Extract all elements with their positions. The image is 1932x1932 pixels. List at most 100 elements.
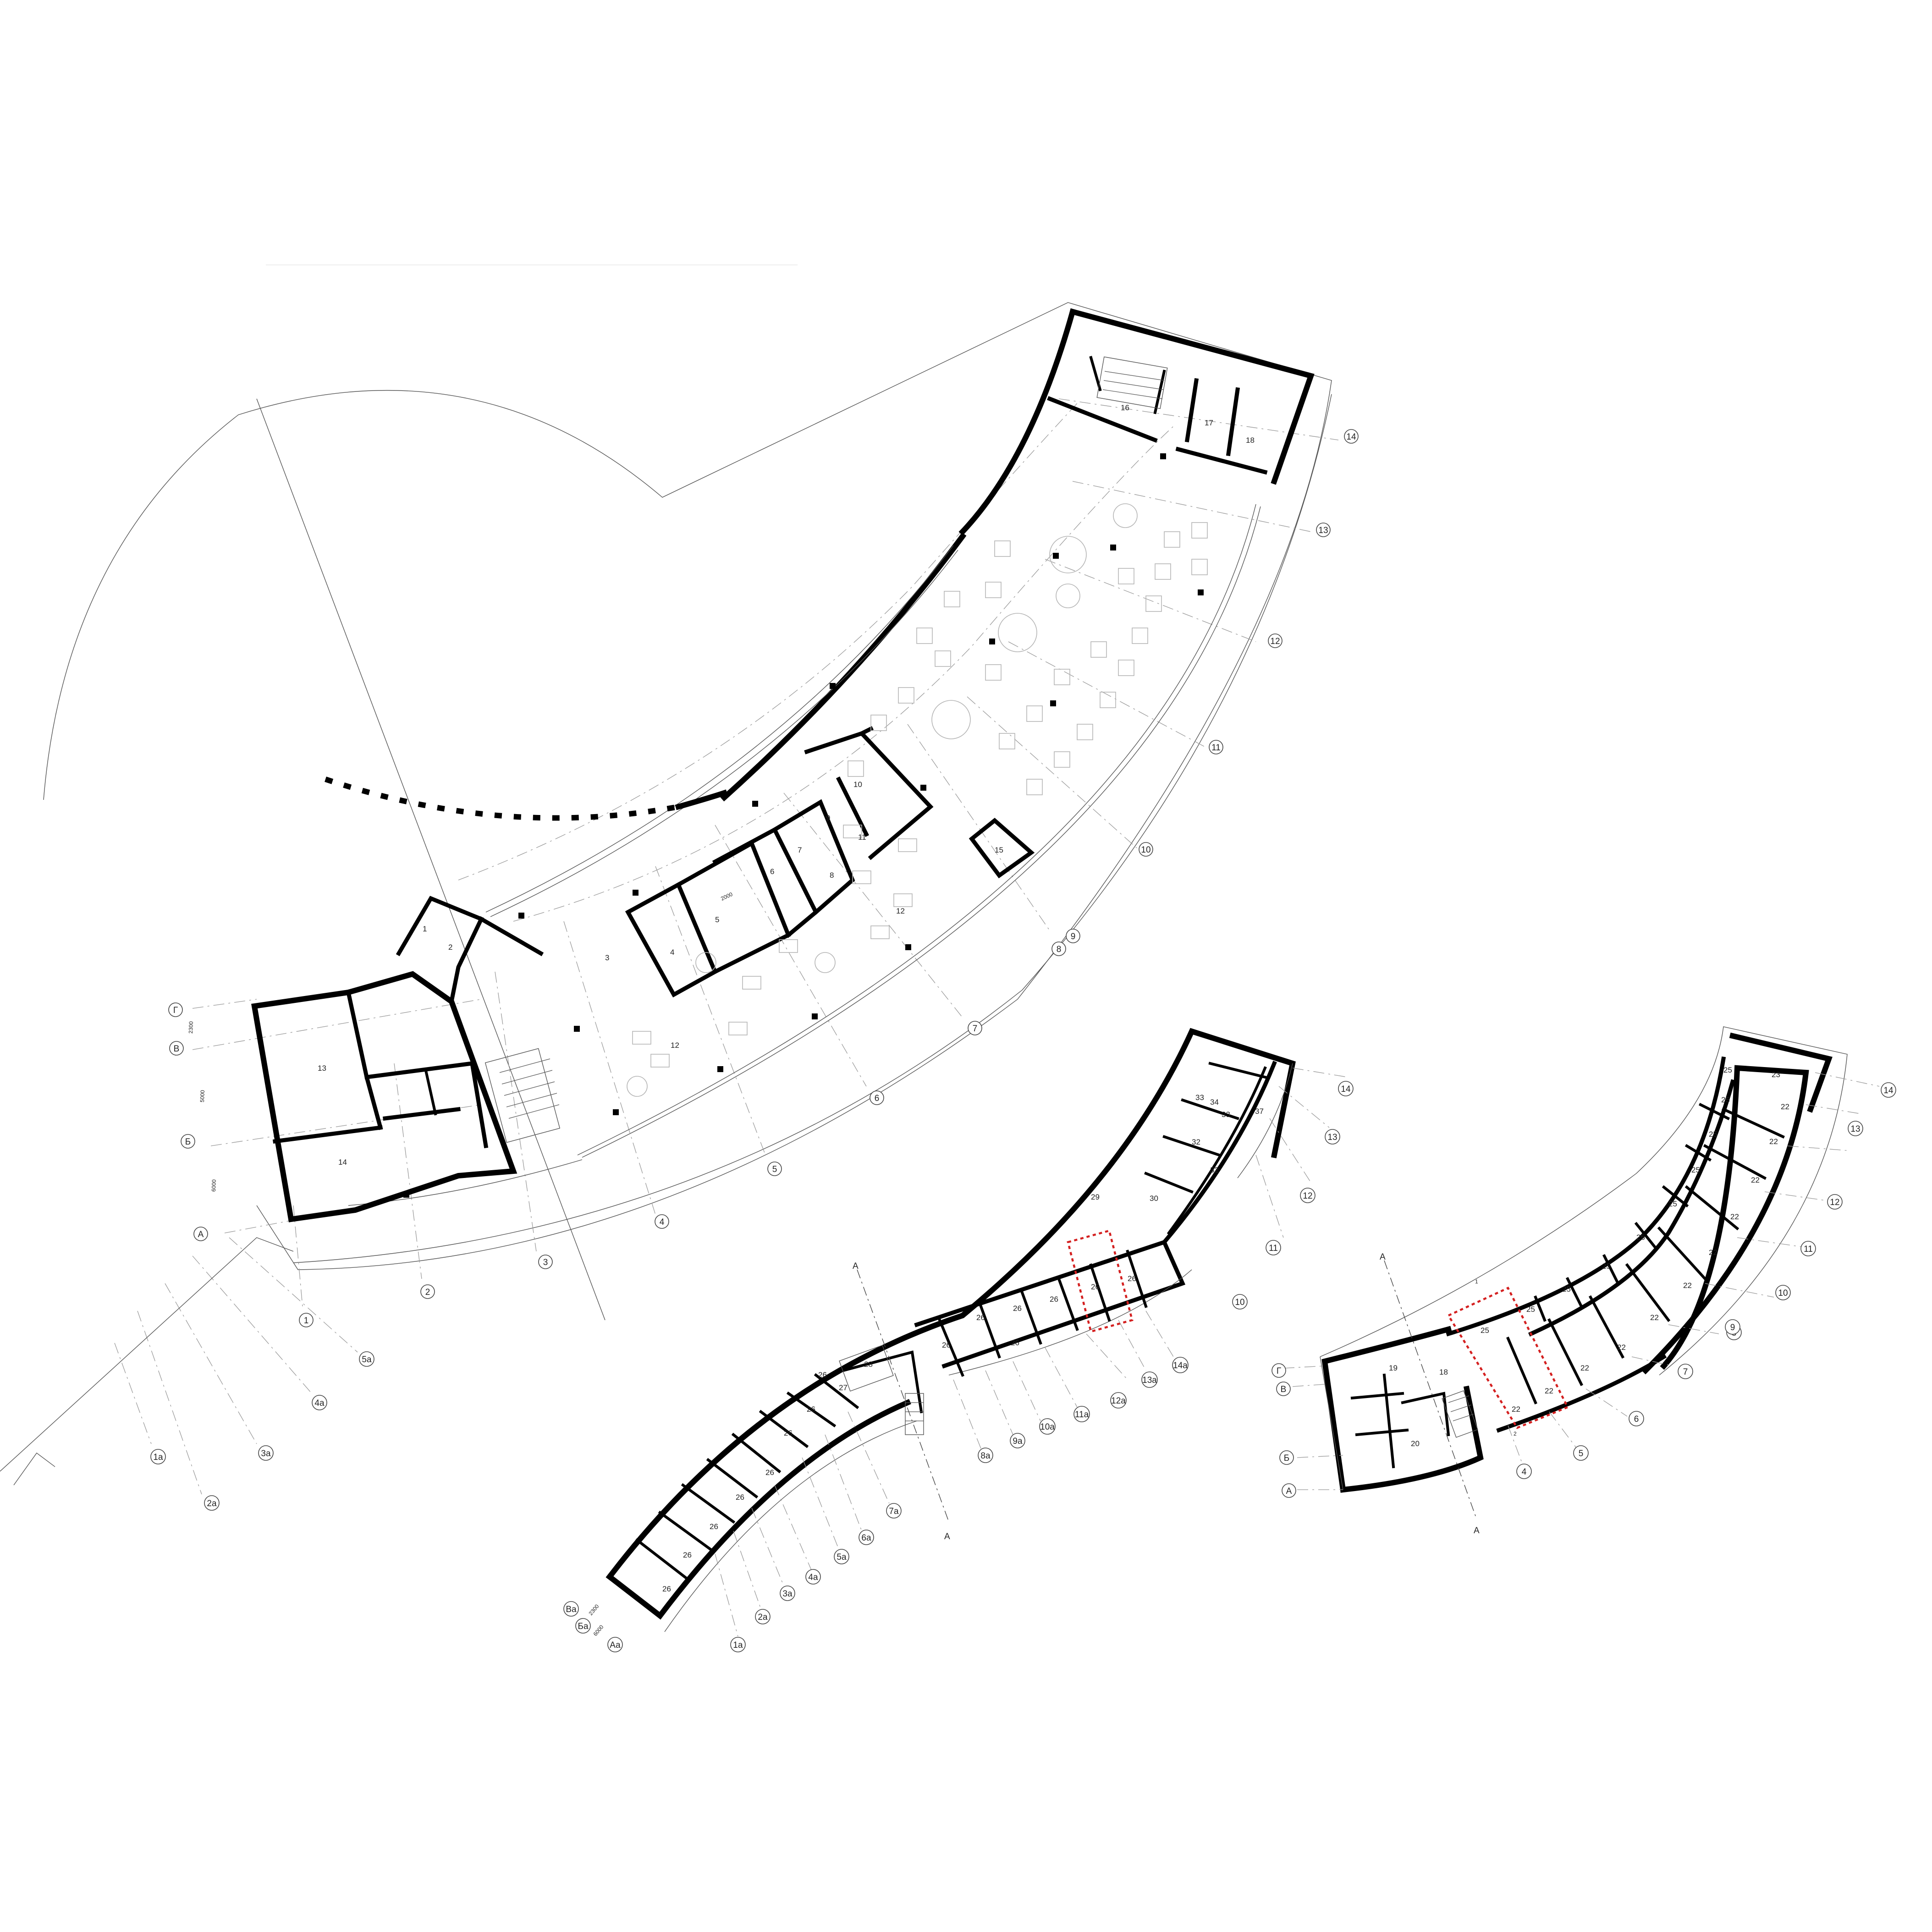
fb-label-22-4: 22 <box>1617 1343 1626 1352</box>
floor-b-inner-corridor <box>1446 1056 1726 1337</box>
svg-text:13: 13 <box>1318 526 1328 535</box>
grid-line-2 <box>394 1063 422 1279</box>
fa-label-26-15: 26 <box>818 1371 827 1379</box>
svg-text:3а: 3а <box>261 1449 271 1459</box>
room-label-1: 1 <box>423 925 427 933</box>
grid-line-5a <box>229 1237 358 1353</box>
room-label-5: 5 <box>715 915 719 924</box>
room-label-16: 16 <box>1121 403 1129 412</box>
axis-marker-fa-5a: 5а <box>834 1549 849 1564</box>
svg-text:2: 2 <box>425 1288 430 1297</box>
room-label-10: 10 <box>853 780 862 789</box>
svg-text:9а: 9а <box>1013 1437 1023 1446</box>
svg-text:1: 1 <box>304 1316 309 1326</box>
terrace-colonnade <box>325 776 679 821</box>
svg-text:9: 9 <box>1730 1323 1735 1332</box>
grid-line-g <box>192 999 257 1009</box>
axis-marker-fb-13: 13 <box>1848 1121 1863 1136</box>
fa-label-26-4: 26 <box>736 1493 744 1502</box>
svg-text:Ва: Ва <box>566 1605 577 1614</box>
site-diagonal-line <box>256 398 605 1321</box>
axis-marker-fb-V: В <box>1276 1382 1291 1396</box>
grid-line-3 <box>495 971 537 1252</box>
svg-text:13а: 13а <box>1142 1376 1157 1385</box>
floor-a-inner-wall-2 <box>914 1239 1186 1369</box>
floor-b-section-mark-bottom: А <box>1474 1526 1480 1536</box>
floor-a-inner-wall-4 <box>1167 1066 1267 1235</box>
svg-text:14: 14 <box>1883 1086 1893 1095</box>
grid-line-4a <box>192 1255 312 1394</box>
typical-floor-b-plan: А А 1 2 18 19 20 22 22 22 22 22 22 22 22… <box>1271 1026 1896 1536</box>
room-label-18: 18 <box>1246 436 1255 445</box>
svg-text:14: 14 <box>1341 1084 1351 1094</box>
axis-marker-11: 11 <box>1209 740 1223 754</box>
grid-line-1a <box>114 1343 152 1444</box>
grid-line-4 <box>563 921 656 1215</box>
svg-text:4а: 4а <box>808 1573 818 1582</box>
axis-marker-fb-14: 14 <box>1881 1082 1896 1098</box>
axis-marker-2a: 2а <box>204 1495 220 1511</box>
floor-a-room-28-block <box>839 1345 894 1392</box>
floor-a-axis-markers: 1а 2а 3а 4а 5а 6а 7а 8а 9а 10а 11а 12а 1… <box>563 1068 1354 1652</box>
fb-label-19: 19 <box>1389 1364 1398 1372</box>
axis-marker-fa-10a: 10а <box>1039 1418 1056 1435</box>
axis-marker-fa-1a: 1а <box>730 1637 746 1652</box>
fb-label-25-3: 25 <box>1562 1285 1571 1294</box>
fa-label-30: 30 <box>1150 1194 1158 1203</box>
floor-a-section-line <box>857 1269 949 1522</box>
axis-marker-fa-3a: 3а <box>780 1585 795 1601</box>
svg-text:7: 7 <box>1683 1367 1688 1377</box>
site-lower-edge <box>0 1237 294 1472</box>
svg-text:14а: 14а <box>1173 1361 1188 1371</box>
fa-label-33-1: 33 <box>1195 1093 1204 1102</box>
fa-label-26-9: 26 <box>976 1313 985 1322</box>
dim-2300: 2300 <box>187 1021 194 1034</box>
axis-marker-12: 12 <box>1268 633 1282 648</box>
axis-marker-fa-12: 12 <box>1300 1188 1316 1203</box>
axis-marker-fb-12: 12 <box>1827 1194 1843 1210</box>
svg-text:4а: 4а <box>314 1398 325 1408</box>
floor-a-inner-wall-3 <box>1161 1061 1277 1245</box>
fa-label-26-8: 26 <box>942 1341 951 1349</box>
ground-columns <box>403 453 1204 1198</box>
rooms-10-11-walls <box>804 731 934 860</box>
room-label-9: 9 <box>826 814 830 822</box>
top-block-walls <box>1069 308 1315 485</box>
fb-label-25-10: 25 <box>1723 1066 1732 1074</box>
floor-b-room-partitions <box>1350 1102 1785 1469</box>
svg-text:2а: 2а <box>758 1613 768 1622</box>
floor-a-room-partitions <box>635 1062 1267 1581</box>
svg-text:11а: 11а <box>1075 1410 1089 1420</box>
ground-floor-plan: 1 2 3 4 5 6 7 8 9 10 11 12 12 13 14 15 1… <box>0 264 1359 1511</box>
axis-marker-B: Б <box>181 1134 195 1149</box>
svg-text:5: 5 <box>772 1165 777 1174</box>
grid-line-b <box>210 1104 482 1146</box>
grid-line-7 <box>783 793 963 1018</box>
svg-text:1а: 1а <box>733 1640 743 1650</box>
terrace-wall-curve <box>675 789 728 810</box>
svg-text:В: В <box>174 1044 180 1054</box>
axis-marker-6: 6 <box>870 1090 884 1105</box>
axis-marker-fa-12a: 12а <box>1110 1392 1127 1409</box>
left-block-inner-wall-4 <box>382 1106 461 1121</box>
axis-marker-4a: 4а <box>312 1395 327 1410</box>
axis-marker-fa-9a: 9а <box>1010 1433 1025 1448</box>
floor-b-top-wall <box>1729 1032 1833 1113</box>
fa-label-26-1: 26 <box>662 1585 671 1593</box>
site-boundary <box>43 302 1332 1270</box>
room-label-3: 3 <box>605 953 609 962</box>
axis-marker-fa-4a: 4а <box>805 1569 821 1585</box>
left-block-inner-wall-3 <box>364 1061 489 1149</box>
grid-line-6 <box>715 825 867 1087</box>
rooms-7-9-walls <box>771 799 855 915</box>
fb-label-22-7: 22 <box>1709 1248 1717 1257</box>
floor-b-highlight-units <box>1447 1287 1569 1429</box>
axis-marker-fa-Va: Ва <box>563 1601 579 1617</box>
svg-text:10: 10 <box>1778 1288 1788 1298</box>
axis-marker-fa-13a: 13а <box>1141 1371 1158 1388</box>
floor-b-outer-wall <box>1321 1326 1452 1493</box>
svg-text:12: 12 <box>1830 1198 1839 1207</box>
fb-label-25-8: 25 <box>1709 1130 1717 1139</box>
room-label-12a: 12 <box>671 1041 679 1050</box>
